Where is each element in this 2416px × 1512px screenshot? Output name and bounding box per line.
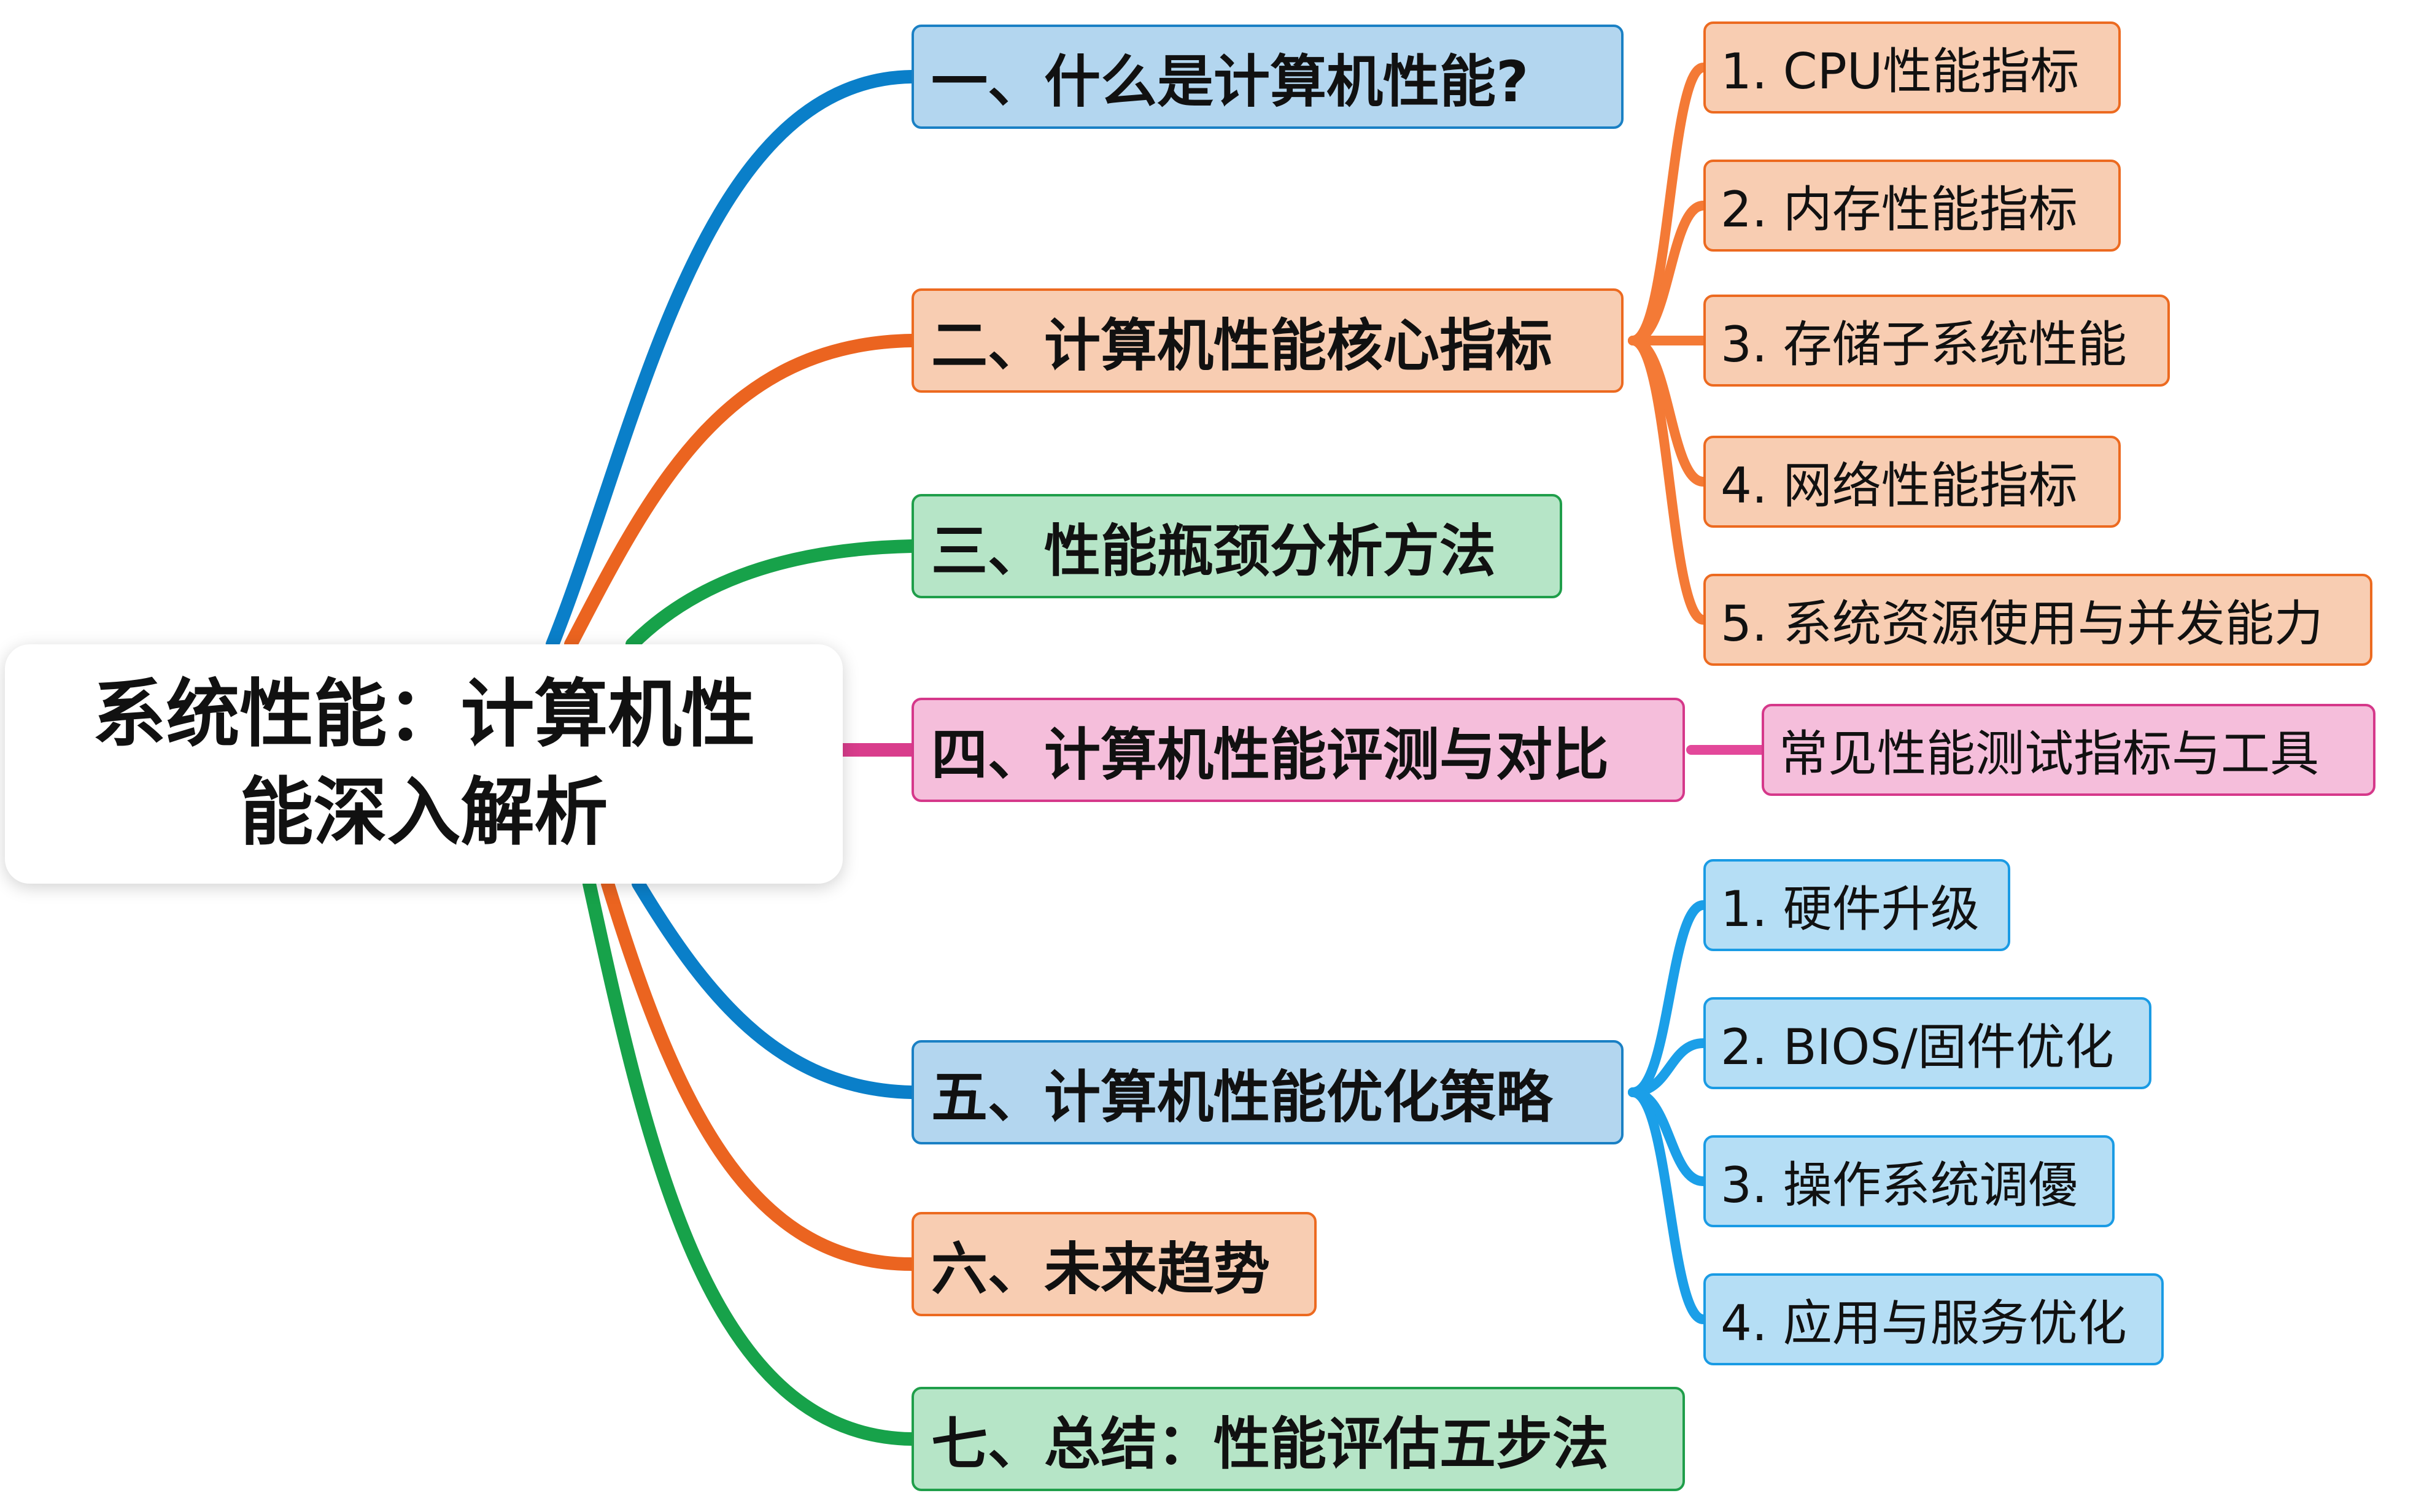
optimization-child-3[interactable]: 3. 操作系统调優: [1703, 1135, 2115, 1227]
metrics-child-label-5: 5. 系统资源使用与并发能力: [1721, 595, 2323, 652]
metrics-child-3[interactable]: 3. 存储子系统性能: [1703, 295, 2170, 387]
branch-node-3[interactable]: 三、性能瓶颈分析方法: [912, 494, 1562, 598]
link-optimization-child-4: [1628, 1087, 1708, 1324]
benchmark-child-1[interactable]: 常见性能测试指标与工具: [1762, 704, 2375, 796]
branch-node-7[interactable]: 七、总结：性能评估五步法: [912, 1387, 1685, 1491]
optimization-child-label-4: 4. 应用与服务优化: [1721, 1295, 2127, 1352]
root-topic-line-2: 能深入解析: [239, 770, 608, 855]
optimization-child-1[interactable]: 1. 硬件升级: [1703, 859, 2010, 951]
branch-node-6[interactable]: 六、未来趋势: [912, 1212, 1317, 1316]
branch-label-2: 二、计算机性能核心指标: [931, 312, 1553, 379]
optimization-child-4[interactable]: 4. 应用与服务优化: [1703, 1273, 2164, 1365]
branch-label-4: 四、计算机性能评测与对比: [931, 722, 1609, 788]
benchmark-child-label-1: 常见性能测试指标与工具: [1779, 725, 2319, 782]
link-metrics-child-5: [1628, 336, 1708, 625]
link-root-branch-6: [601, 877, 918, 1271]
metrics-child-5[interactable]: 5. 系统资源使用与并发能力: [1703, 574, 2372, 666]
link-root-branch-3: [625, 539, 918, 651]
metrics-child-1[interactable]: 1. CPU性能指标: [1703, 21, 2121, 114]
metrics-child-label-4: 4. 网络性能指标: [1721, 457, 2078, 514]
branch-label-6: 六、未来趋势: [931, 1236, 1271, 1302]
branch-node-2[interactable]: 二、计算机性能核心指标: [912, 288, 1624, 393]
branch-node-4[interactable]: 四、计算机性能评测与对比: [912, 698, 1685, 802]
root-topic-text: 系统性能：计算机性 能深入解析: [93, 666, 756, 862]
optimization-child-label-1: 1. 硬件升级: [1721, 881, 1980, 938]
branch-node-5[interactable]: 五、计算机性能优化策略: [912, 1040, 1624, 1144]
metrics-child-label-1: 1. CPU性能指标: [1721, 43, 2080, 100]
link-root-branch-1: [546, 70, 918, 651]
link-root-branch-5: [632, 877, 918, 1099]
optimization-child-2[interactable]: 2. BIOS/固件优化: [1703, 997, 2151, 1089]
link-optimization-child-1: [1628, 900, 1708, 1097]
branch-node-1[interactable]: 一、什么是计算机性能?: [912, 25, 1624, 129]
optimization-child-label-3: 3. 操作系统调優: [1721, 1157, 2078, 1214]
metrics-child-2[interactable]: 2. 内存性能指标: [1703, 160, 2121, 252]
branch-label-1: 一、什么是计算机性能?: [931, 48, 1529, 115]
link-metrics-child-2: [1628, 201, 1708, 345]
metrics-child-label-3: 3. 存储子系统性能: [1721, 316, 2127, 373]
link-metrics-child-1: [1628, 63, 1708, 345]
branch-label-5: 五、计算机性能优化策略: [931, 1064, 1553, 1130]
root-topic-line-1: 系统性能：计算机性: [92, 672, 756, 757]
root-topic[interactable]: 系统性能：计算机性 能深入解析: [5, 644, 843, 884]
link-root-branch-2: [564, 334, 918, 651]
metrics-child-4[interactable]: 4. 网络性能指标: [1703, 436, 2121, 528]
branch-label-7: 七、总结：性能评估五步法: [931, 1411, 1609, 1477]
optimization-child-label-2: 2. BIOS/固件优化: [1721, 1019, 2114, 1076]
branch-label-3: 三、性能瓶颈分析方法: [931, 518, 1496, 584]
link-root-branch-7: [583, 877, 918, 1446]
metrics-child-label-2: 2. 内存性能指标: [1721, 181, 2078, 238]
